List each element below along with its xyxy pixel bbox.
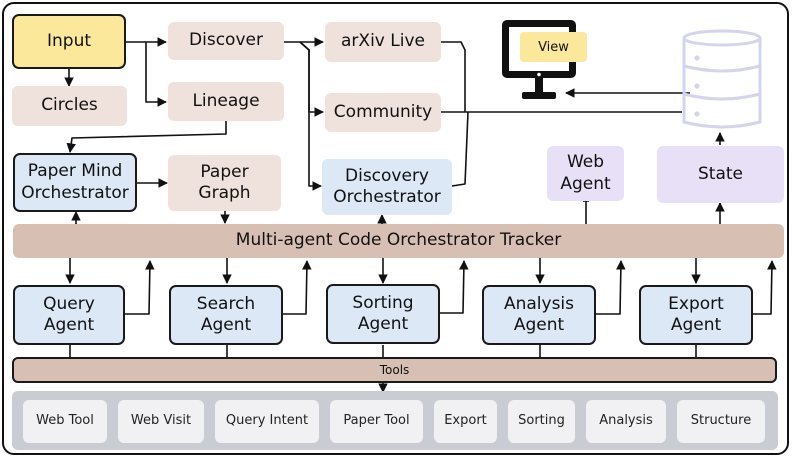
tool-sorting: Sorting — [508, 400, 575, 443]
line-arxiv-db — [441, 41, 466, 112]
discover-node: Discover — [168, 22, 284, 60]
arrow-input-lineage — [145, 42, 167, 107]
arrow-export-tracker — [753, 260, 777, 315]
tool-web-visit: Web Visit — [118, 400, 204, 443]
search-agent-node: Search Agent — [169, 285, 283, 345]
arrow-search-tracker — [283, 260, 312, 315]
lineage-node: Lineage — [168, 82, 284, 121]
query-agent-node: Query Agent — [13, 285, 125, 345]
tool-structure: Structure — [677, 400, 765, 443]
arrow-discover-discovery — [299, 41, 322, 191]
tool-query-intent: Query Intent — [215, 400, 319, 443]
web-agent-node: Web Agent — [547, 146, 624, 201]
export-agent-node: Export Agent — [639, 285, 753, 345]
paper-graph-node: Paper Graph — [168, 155, 281, 211]
arrow-analysis-tracker — [596, 260, 626, 315]
input-node: Input — [12, 14, 126, 69]
community-node: Community — [325, 93, 441, 132]
orchestrator-tracker-bar: Multi-agent Code Orchestrator Tracker — [13, 224, 784, 258]
analysis-agent-node: Analysis Agent — [482, 285, 596, 345]
database-icon — [682, 29, 762, 129]
arxiv-live-node: arXiv Live — [325, 22, 441, 62]
sorting-agent-node: Sorting Agent — [326, 284, 440, 344]
tool-analysis: Analysis — [586, 400, 666, 443]
state-node: State — [657, 146, 784, 203]
tools-bar: Tools — [12, 357, 777, 383]
paper-mind-orchestrator-node: Paper Mind Orchestrator — [13, 153, 137, 212]
view-button[interactable]: View — [520, 32, 587, 62]
tool-export: Export — [434, 400, 497, 443]
tool-web-tool: Web Tool — [23, 400, 107, 443]
diagram-frame — [2, 2, 789, 455]
tool-paper-tool: Paper Tool — [330, 400, 423, 443]
arrow-sorting-tracker — [440, 260, 469, 314]
discovery-orchestrator-node: Discovery Orchestrator — [322, 159, 452, 215]
circles-node: Circles — [12, 86, 127, 126]
line-discovery-db — [451, 111, 469, 187]
arrow-discover-community — [299, 41, 324, 117]
arrow-lineage-papermind — [66, 121, 227, 153]
arrow-query-tracker — [125, 260, 155, 315]
